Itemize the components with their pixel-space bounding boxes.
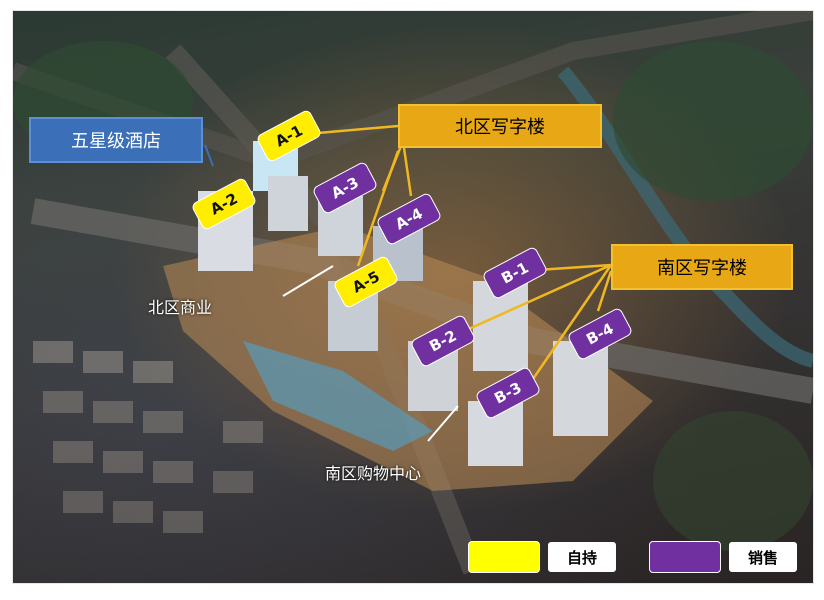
south-mall-label: 南区购物中心 (325, 464, 422, 483)
legend-swatch-self-held (468, 541, 540, 573)
legend-swatch-for-sale (649, 541, 721, 573)
north-commercial-pointer (282, 265, 334, 297)
tree-area (653, 411, 813, 551)
aerial-rendering: 五星级酒店 北区写字楼 南区写字楼 北区商业 南区购物中心 A-1 A-2 A-… (12, 10, 814, 584)
tree-area (613, 41, 813, 201)
north-commercial-label: 北区商业 (148, 298, 213, 317)
legend-label-self-held: 自持 (548, 542, 616, 572)
north-office-callout: 北区写字楼 (398, 104, 602, 148)
scene-graphics (13, 11, 813, 575)
water-feature (243, 341, 433, 451)
residential-blocks (33, 341, 263, 533)
leader-lines (317, 124, 613, 380)
hotel-leader-line (204, 144, 214, 167)
south-mall-pointer (427, 405, 459, 442)
legend-label-for-sale: 销售 (729, 542, 797, 572)
south-office-callout: 南区写字楼 (611, 244, 793, 290)
hotel-callout: 五星级酒店 (29, 117, 203, 163)
